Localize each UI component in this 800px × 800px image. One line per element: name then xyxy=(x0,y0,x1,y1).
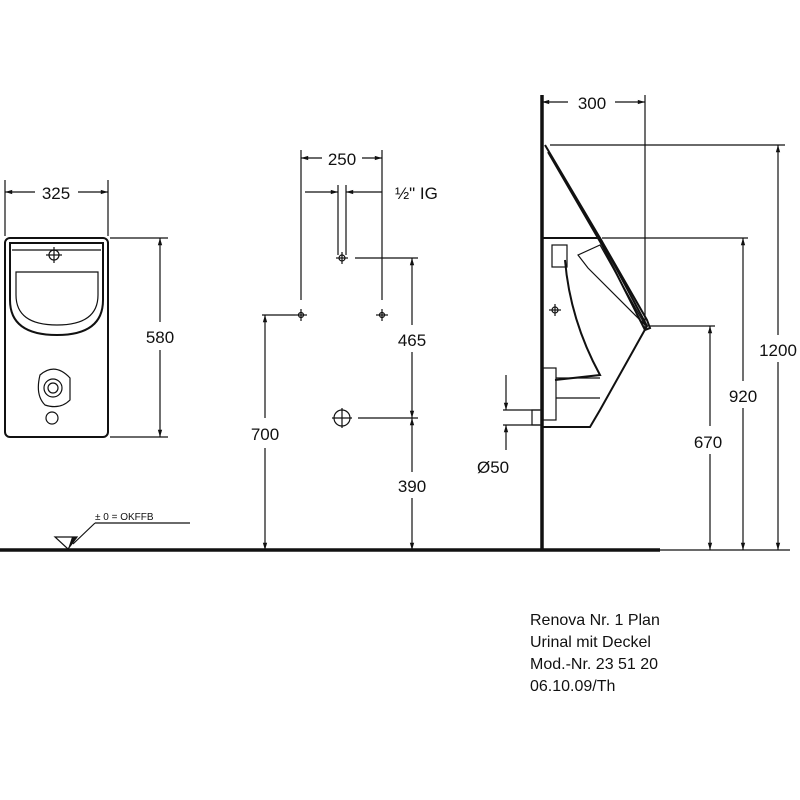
inlet-crosshair xyxy=(46,247,62,263)
water-inlet-crosshair xyxy=(336,252,348,264)
bowl-outline xyxy=(9,242,104,337)
rim-height-dimension: 920 xyxy=(729,387,757,406)
bowl-inner xyxy=(15,271,99,326)
installation-plan: 250 ½" IG 700 465 390 xyxy=(251,150,438,551)
product-name: Renova Nr. 1 Plan xyxy=(530,612,660,629)
width-dimension: 325 xyxy=(42,184,70,203)
depth-dimension: 300 xyxy=(578,94,606,113)
floor-reference-label: ± 0 = OKFFB xyxy=(95,512,154,523)
drain-height-dimension: 390 xyxy=(398,477,426,496)
drain-diameter-label: Ø50 xyxy=(477,458,509,477)
fixing-height-dimension: 700 xyxy=(251,425,279,444)
drawing-date: 06.10.09/Th xyxy=(530,678,616,695)
inlet-drain-dimension: 465 xyxy=(398,331,426,350)
fixing-point-left xyxy=(295,309,307,321)
product-description: Urinal mit Deckel xyxy=(530,634,651,651)
height-dimension: 580 xyxy=(146,328,174,347)
side-view: Ø50 300 1200 920 670 xyxy=(477,94,797,551)
urinal-front-outline xyxy=(4,237,109,438)
urinal-side-outline xyxy=(543,237,649,428)
title-block: Renova Nr. 1 Plan Urinal mit Deckel Mod.… xyxy=(530,610,660,698)
drain-crosshair xyxy=(332,408,352,428)
model-number: Mod.-Nr. 23 51 20 xyxy=(530,656,659,673)
fixing-point-right xyxy=(376,309,388,321)
lip-height-dimension: 670 xyxy=(694,433,722,452)
drain-plate xyxy=(37,368,71,408)
spacing-dimension: 250 xyxy=(328,150,356,169)
total-height-dimension: 1200 xyxy=(759,341,797,360)
front-view: 325 580 xyxy=(4,180,174,438)
drain-outlet xyxy=(43,378,63,398)
pipe-thread-label: ½" IG xyxy=(395,184,438,203)
side-crosshair xyxy=(549,304,561,316)
floor-reference: ± 0 = OKFFB xyxy=(53,512,190,550)
